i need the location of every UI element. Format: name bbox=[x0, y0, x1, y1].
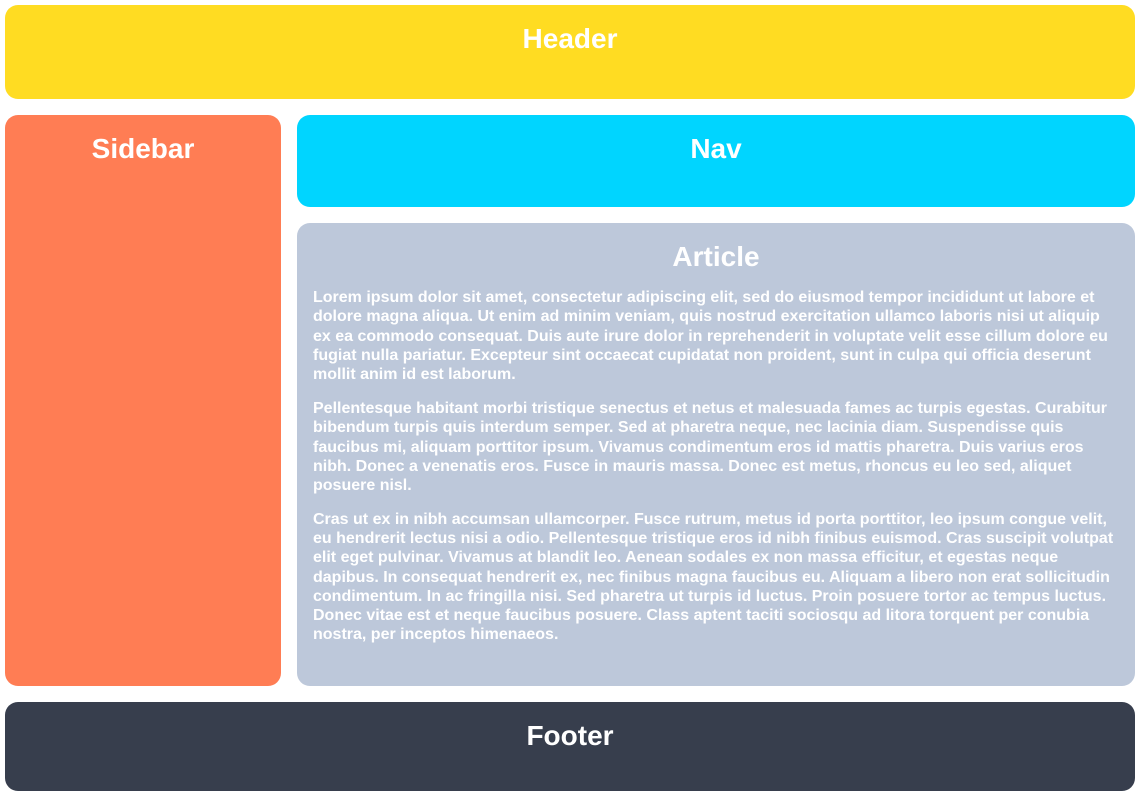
nav: Nav bbox=[297, 115, 1135, 207]
article-paragraph: Pellentesque habitant morbi tristique se… bbox=[313, 400, 1108, 494]
article-title: Article bbox=[672, 241, 760, 272]
article-paragraph: Lorem ipsum dolor sit amet, consectetur … bbox=[313, 289, 1108, 383]
footer: Footer bbox=[5, 702, 1135, 791]
nav-title: Nav bbox=[690, 133, 742, 164]
sidebar: Sidebar bbox=[5, 115, 281, 686]
sidebar-title: Sidebar bbox=[91, 133, 195, 164]
header: Header bbox=[5, 5, 1135, 99]
header-title: Header bbox=[522, 23, 618, 54]
article-paragraph: Cras ut ex in nibh accumsan ullamcorper.… bbox=[313, 511, 1114, 644]
article: Article Lorem ipsum dolor sit amet, cons… bbox=[297, 223, 1135, 686]
footer-title: Footer bbox=[526, 720, 614, 751]
